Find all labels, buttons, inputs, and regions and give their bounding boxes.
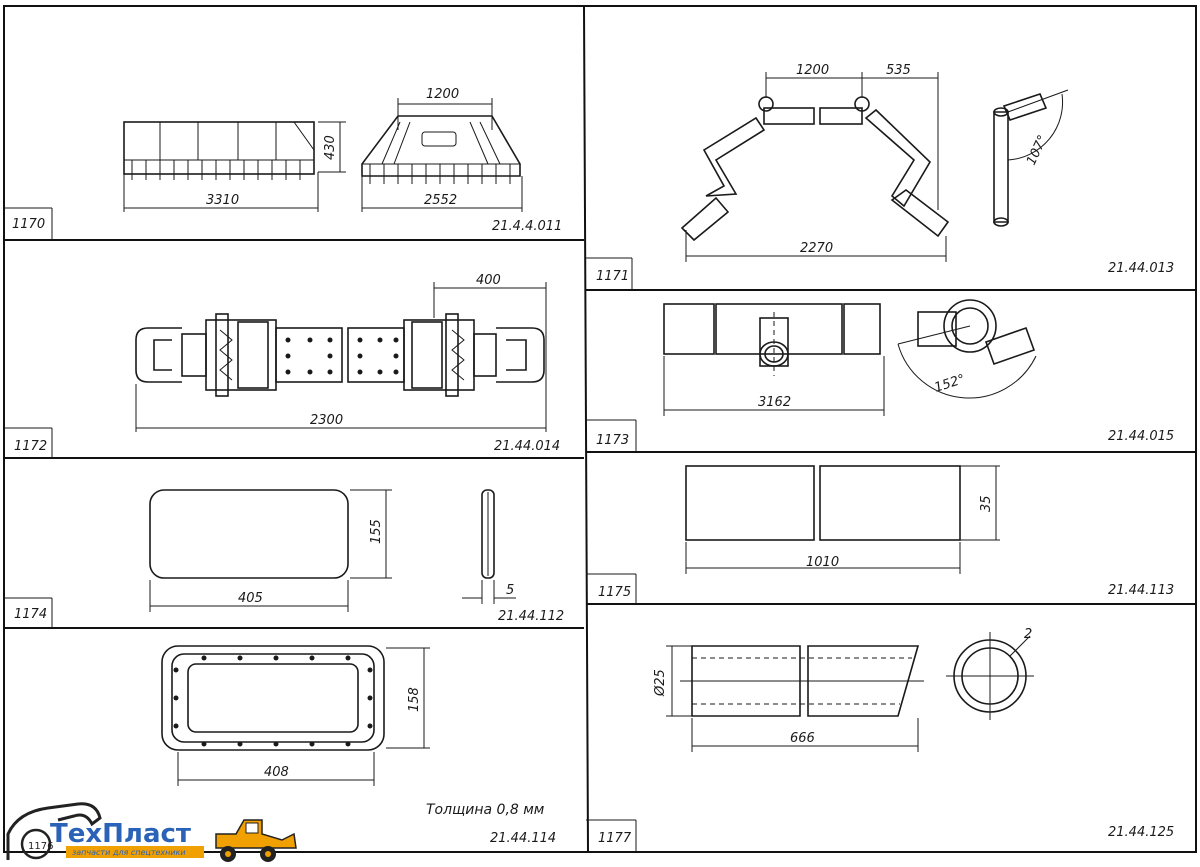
part-code-1174: 21.44.112 (498, 609, 564, 624)
brand-logo: 1176 ТехПласт запчасти для спецтехники (6, 802, 297, 862)
dim-1170-height: 430 (323, 135, 338, 160)
logo-part-number: 1176 (28, 841, 53, 852)
part-code-1171: 21.44.013 (1108, 261, 1174, 276)
part-number-1170: 1170 (12, 217, 45, 232)
part-number-1175: 1175 (598, 585, 631, 600)
part-1176-drawing (161, 645, 430, 786)
dim-1175-height: 35 (979, 495, 994, 512)
dim-1170-top-width: 1200 (426, 87, 459, 102)
dim-1172-length: 2300 (310, 413, 343, 428)
dim-1176-length: 408 (264, 765, 289, 780)
wheel-icon (20, 828, 52, 860)
dim-1170-base-width: 2552 (424, 193, 457, 208)
sheet-frame (3, 5, 1197, 853)
dim-1176-height: 158 (407, 687, 422, 712)
part-code-1170: 21.4.4.011 (492, 219, 562, 234)
dim-1173-length: 3162 (758, 395, 791, 410)
dim-1175-length: 1010 (806, 555, 839, 570)
loader-icon (215, 819, 297, 862)
dim-1177-wall: 2 (1024, 627, 1032, 642)
part-1176-thickness-note: Толщина 0,8 мм (426, 802, 545, 818)
dim-1171-span: 1200 (796, 63, 829, 78)
part-1170-drawing (123, 98, 523, 212)
center-divider (583, 5, 589, 853)
excavator-arm-icon (6, 802, 102, 860)
dim-1177-diameter: Ø25 (653, 669, 668, 697)
part-number-1172: 1172 (14, 439, 47, 454)
part-code-1176: 21.44.114 (490, 831, 556, 846)
part-1171-drawing (680, 72, 1069, 262)
dim-1177-length: 666 (790, 731, 815, 746)
part-code-1177: 21.44.125 (1108, 825, 1174, 840)
part-code-1175: 21.44.113 (1108, 583, 1174, 598)
part-number-1177: 1177 (598, 831, 632, 846)
part-1175-drawing (685, 465, 1000, 574)
dim-1172-clamp: 400 (476, 273, 501, 288)
logo-brand-name: ТехПласт (50, 819, 191, 849)
part-1174-drawing (149, 489, 516, 612)
dim-1174-thickness: 5 (506, 583, 514, 598)
dim-1173-angle: 152° (933, 372, 967, 396)
dim-1174-height: 155 (369, 519, 384, 544)
part-code-1172: 21.44.014 (494, 439, 560, 454)
part-1172-drawing (135, 282, 547, 432)
dim-1171-length: 2270 (800, 241, 833, 256)
logo-tagline: запчасти для спецтехники (72, 848, 186, 857)
dim-1171-angle: 107° (1024, 133, 1051, 168)
dim-1171-offset: 535 (886, 63, 911, 78)
dim-1174-length: 405 (238, 591, 263, 606)
part-number-1171: 1171 (596, 269, 629, 284)
part-number-1174: 1174 (14, 607, 47, 622)
logo-tagline-bar (66, 846, 204, 858)
part-1173-drawing (663, 299, 1037, 416)
part-code-1173: 21.44.015 (1108, 429, 1174, 444)
part-number-1173: 1173 (596, 433, 629, 448)
dim-1170-length: 3310 (206, 193, 239, 208)
part-1177-drawing (666, 632, 1034, 752)
